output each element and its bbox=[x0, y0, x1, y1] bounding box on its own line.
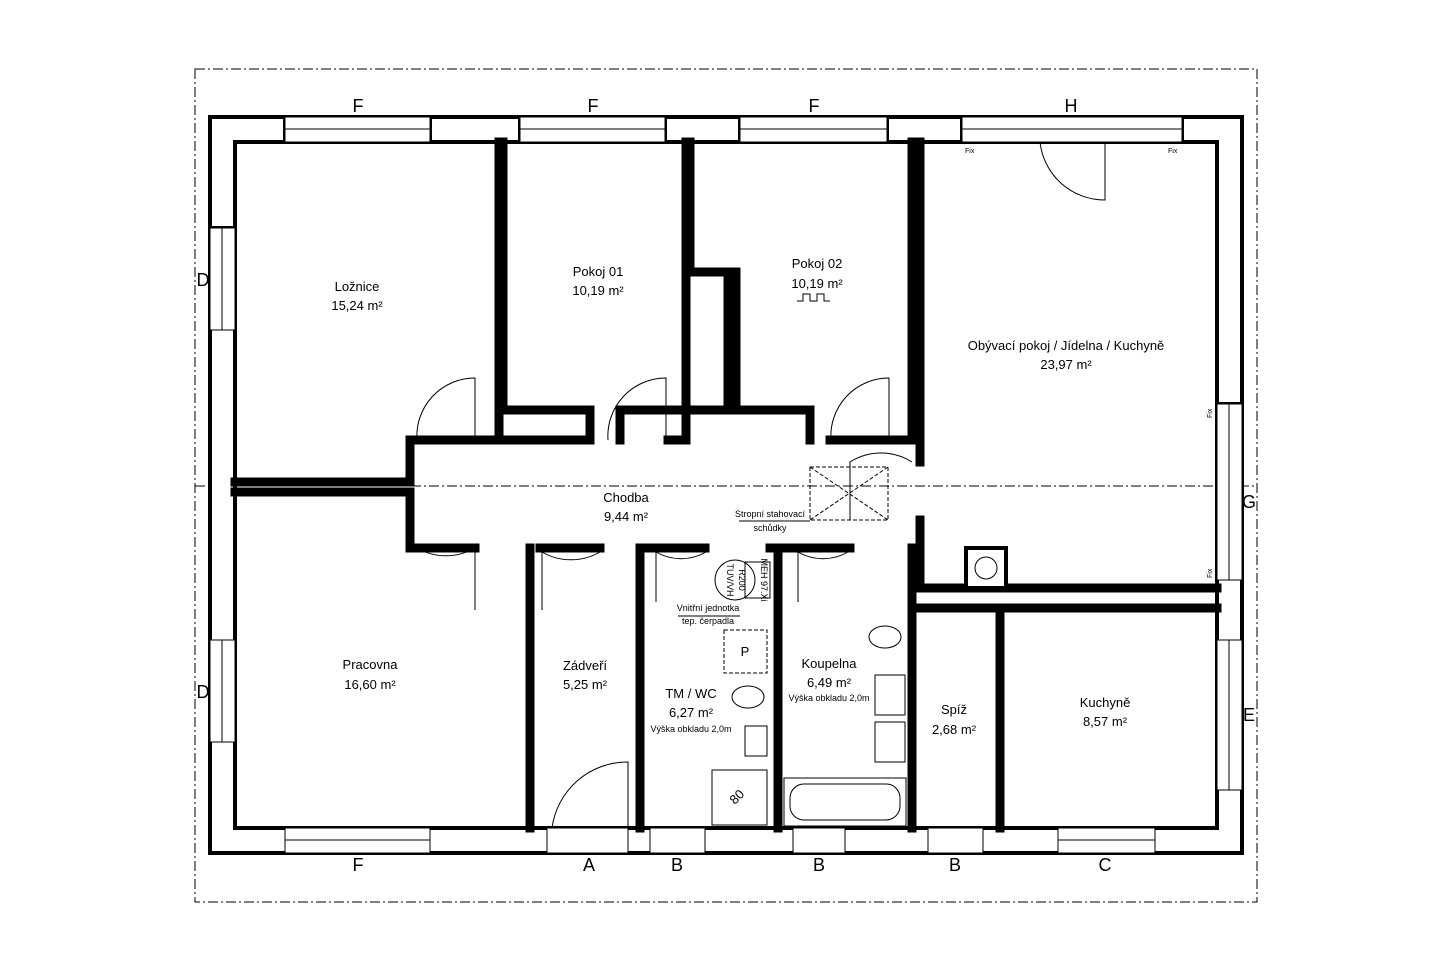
room-area: 23,97 m² bbox=[1040, 357, 1092, 372]
room-name: Pokoj 01 bbox=[573, 264, 624, 279]
room-name: Chodba bbox=[603, 490, 649, 505]
svg-text:B: B bbox=[671, 855, 683, 875]
svg-text:TUV/VH: TUV/VH bbox=[725, 563, 735, 596]
svg-text:schůdky: schůdky bbox=[753, 523, 787, 533]
room-area: 10,19 m² bbox=[791, 276, 843, 291]
room-name: Obývací pokoj / Jídelna / Kuchyně bbox=[968, 338, 1165, 353]
svg-text:Stropní stahovací: Stropní stahovací bbox=[735, 509, 806, 519]
room-labels: Ložnice 15,24 m² Pokoj 01 10,19 m² Pokoj… bbox=[331, 256, 1164, 737]
svg-text:tep. čerpadla: tep. čerpadla bbox=[682, 616, 734, 626]
room-area: 2,68 m² bbox=[932, 722, 977, 737]
svg-text:MEH 97.Xi: MEH 97.Xi bbox=[759, 558, 769, 601]
room-name: Spíž bbox=[941, 702, 967, 717]
sink-icon bbox=[874, 674, 906, 716]
tile-height-note: Výška obkladu 2,0m bbox=[788, 693, 869, 703]
svg-text:Fix: Fix bbox=[1168, 148, 1178, 155]
svg-text:R200: R200 bbox=[737, 569, 747, 591]
svg-text:Fix: Fix bbox=[1207, 408, 1214, 418]
toilet-icon bbox=[868, 625, 902, 649]
svg-text:E: E bbox=[1243, 705, 1255, 725]
svg-text:B: B bbox=[813, 855, 825, 875]
toilet-icon bbox=[731, 685, 765, 709]
room-name: Pokoj 02 bbox=[792, 256, 843, 271]
sink-icon bbox=[744, 725, 768, 757]
water-heater-icon bbox=[714, 559, 756, 601]
room-name: Kuchyně bbox=[1080, 695, 1131, 710]
room-area: 8,57 m² bbox=[1083, 714, 1128, 729]
fixtures bbox=[678, 293, 1008, 827]
svg-text:F: F bbox=[809, 96, 820, 116]
room-name: TM / WC bbox=[665, 686, 716, 701]
svg-text:80: 80 bbox=[726, 786, 747, 807]
svg-text:Vnitřní jednotka: Vnitřní jednotka bbox=[677, 603, 740, 613]
svg-text:H: H bbox=[1065, 96, 1078, 116]
room-area: 9,44 m² bbox=[604, 509, 649, 524]
radiator-icon bbox=[797, 293, 830, 302]
svg-text:F: F bbox=[353, 96, 364, 116]
svg-text:Fix: Fix bbox=[1207, 568, 1214, 578]
window-labels: F F F H D D G E F A B B B C bbox=[197, 96, 1257, 875]
svg-text:B: B bbox=[949, 855, 961, 875]
svg-text:G: G bbox=[1242, 492, 1256, 512]
room-name: Pracovna bbox=[343, 657, 399, 672]
windows bbox=[209, 116, 1243, 854]
sink-icon bbox=[874, 721, 906, 763]
svg-text:A: A bbox=[583, 855, 595, 875]
shower-icon bbox=[711, 769, 768, 826]
svg-text:D: D bbox=[197, 270, 210, 290]
svg-text:F: F bbox=[588, 96, 599, 116]
tile-height-note: Výška obkladu 2,0m bbox=[650, 724, 731, 734]
bathtub-icon bbox=[783, 777, 907, 827]
svg-text:P: P bbox=[741, 644, 750, 659]
room-area: 10,19 m² bbox=[572, 283, 624, 298]
interior-walls bbox=[230, 137, 1222, 833]
svg-text:Fix: Fix bbox=[965, 148, 975, 155]
room-area: 5,25 m² bbox=[563, 677, 608, 692]
svg-text:D: D bbox=[197, 682, 210, 702]
room-area: 16,60 m² bbox=[344, 677, 396, 692]
room-name: Ložnice bbox=[335, 279, 380, 294]
room-area: 15,24 m² bbox=[331, 298, 383, 313]
chimney-icon bbox=[964, 546, 1008, 590]
room-area: 6,27 m² bbox=[669, 705, 714, 720]
svg-text:F: F bbox=[353, 855, 364, 875]
room-area: 6,49 m² bbox=[807, 675, 852, 690]
svg-text:C: C bbox=[1099, 855, 1112, 875]
room-name: Zádveří bbox=[563, 658, 607, 673]
doors bbox=[416, 141, 1106, 829]
room-name: Koupelna bbox=[802, 656, 858, 671]
annotations: Stropní stahovací schůdky Vnitřní jednot… bbox=[677, 148, 1214, 807]
